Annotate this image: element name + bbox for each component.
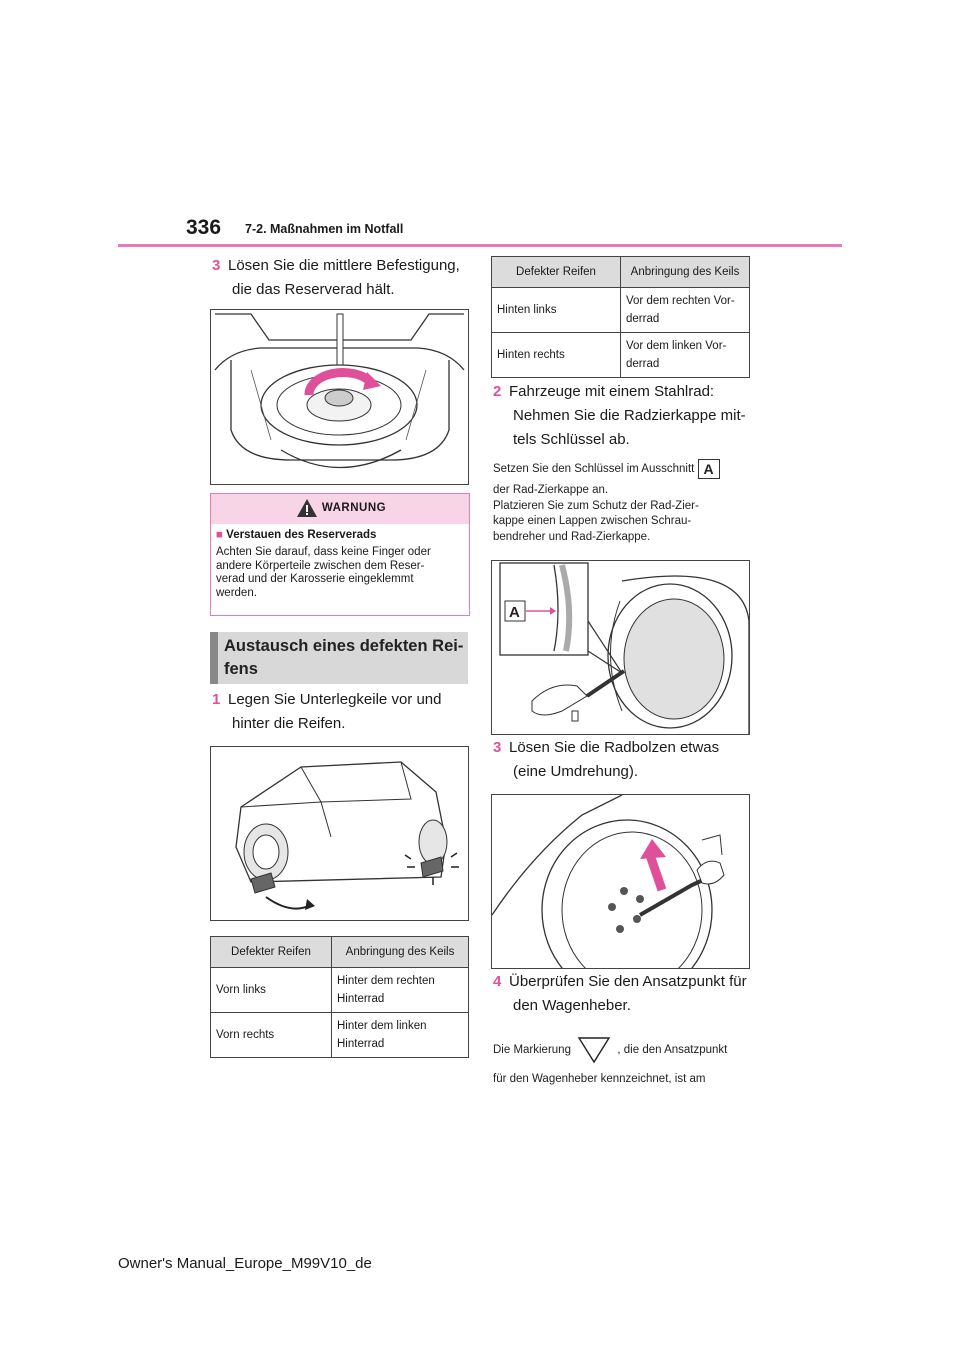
table-header: Anbringung des Keils (331, 936, 469, 968)
step-text: Lösen Sie die Radbolzen etwas (509, 739, 720, 756)
warning-box: WARNUNG ■ Verstauen des Reserverads Acht… (210, 493, 470, 616)
table-cell: Vorn links (210, 967, 332, 1013)
note-hubcap: Setzen Sie den Schlüssel im Ausschnitt A… (493, 458, 763, 545)
cell-line: Vor dem linken Vor- (626, 340, 727, 352)
warning-title: WARNUNG (321, 502, 387, 514)
table-cell: Hinten links (491, 287, 621, 333)
cell-line: Hinter dem rechten (337, 975, 435, 987)
step-text: Fahrzeuge mit einem Stahlrad: (509, 383, 715, 400)
table-cell: Hinten rechts (491, 332, 621, 378)
table-row: Hinten rechts Vor dem linken Vor-derrad (491, 332, 750, 378)
table-cell: Vor dem linken Vor-derrad (620, 332, 750, 378)
step-text: Legen Sie Unterlegkeile vor und (228, 691, 442, 708)
note-line: kappe einen Lappen zwischen Schrau- (493, 515, 692, 527)
step-4-right: 4 Überprüfen Sie den Ansatzpunkt für den … (493, 970, 763, 1018)
step-text-cont: hinter die Reifen. (232, 715, 346, 732)
note-text: Die Markierung (493, 1044, 571, 1056)
step-3-right: 3 Lösen Sie die Radbolzen etwas (eine Umd… (493, 736, 763, 784)
warning-text: Achten Sie darauf, dass keine Finger ode… (216, 546, 466, 600)
hubcap-removal-illustration: A (491, 560, 750, 735)
step-text-cont: die das Reserverad hält. (232, 281, 395, 298)
table-row: Hinten links Vor dem rechten Vor-derrad (491, 287, 750, 333)
spare-tire-illustration (210, 309, 469, 485)
cell-line: Vor dem rechten Vor- (626, 295, 735, 307)
footer-text: Owner's Manual_Europe_M99V10_de (118, 1255, 372, 1272)
section-heading: Austausch eines defekten Rei- fens (210, 632, 468, 684)
cell-line: derrad (626, 313, 660, 325)
warning-line: werden. (216, 586, 257, 599)
cell-line: Hinterrad (337, 993, 385, 1005)
note-line: Die Markierung , die den Ansatzpunkt (493, 1032, 763, 1068)
cell-line: Hinter dem linken (337, 1020, 427, 1032)
warning-subtitle-text: Verstauen des Reserverads (226, 529, 377, 541)
step-3-left: 3 Lösen Sie die mittlere Befestigung, die… (212, 254, 472, 302)
note-text: , die den Ansatzpunkt (617, 1044, 728, 1056)
step-number: 3 (493, 739, 502, 756)
step-1-left: 1 Legen Sie Unterlegkeile vor und hinter … (212, 688, 472, 736)
step-number: 3 (212, 257, 221, 274)
step-text: Lösen Sie die mittlere Befestigung, (228, 257, 460, 274)
wedge-table-front: Defekter Reifen Anbringung des Keils Vor… (210, 936, 469, 1058)
step-text-cont: tels Schlüssel ab. (513, 431, 630, 448)
table-cell: Vor dem rechten Vor-derrad (620, 287, 750, 333)
step-2-right: 2 Fahrzeuge mit einem Stahlrad: Nehmen Si… (493, 380, 763, 452)
loosen-nuts-illustration (491, 794, 750, 969)
table-header-row: Defekter Reifen Anbringung des Keils (491, 256, 750, 288)
page-number: 336 (186, 216, 222, 239)
note-text: Setzen Sie den Schlüssel im Ausschnitt (493, 463, 695, 475)
heading-line: Austausch eines defekten Rei- (224, 637, 464, 655)
header-rule (118, 244, 842, 247)
step-text-cont: (eine Umdrehung). (513, 763, 639, 780)
section-title: 7-2. Maßnahmen im Notfall (245, 222, 404, 236)
table-header-row: Defekter Reifen Anbringung des Keils (210, 936, 469, 968)
warning-triangle-icon (297, 499, 317, 517)
jack-point-marker-icon (577, 1037, 611, 1064)
heading-bar (210, 632, 218, 684)
warning-subtitle: ■ Verstauen des Reserverads (216, 529, 376, 541)
step-number: 4 (493, 973, 502, 990)
bullet-square: ■ (216, 529, 223, 541)
step-text-cont: Nehmen Sie die Radzierkappe mit- (513, 407, 746, 424)
step-number: 2 (493, 383, 502, 400)
table-header: Defekter Reifen (491, 256, 621, 288)
warning-line: verad und der Karosserie eingeklemmt (216, 573, 414, 585)
wedge-table-rear: Defekter Reifen Anbringung des Keils Hin… (491, 256, 750, 378)
step-text-cont: den Wagenheber. (513, 997, 631, 1014)
table-header: Defekter Reifen (210, 936, 332, 968)
note-line: Platzieren Sie zum Schutz der Rad-Zier- (493, 499, 699, 512)
note-line: der Rad-Zierkappe an. (493, 484, 609, 496)
warning-line: Achten Sie darauf, dass keine Finger ode… (216, 546, 431, 558)
table-cell: Vorn rechts (210, 1012, 332, 1058)
note-line: Setzen Sie den Schlüssel im Ausschnitt A (493, 458, 763, 480)
label-box-a: A (697, 458, 720, 479)
cell-line: derrad (626, 358, 660, 370)
note-jack-point: Die Markierung , die den Ansatzpunkt für… (493, 1032, 763, 1088)
heading-text: Austausch eines defekten Rei- fens (224, 635, 464, 681)
table-header: Anbringung des Keils (620, 256, 750, 288)
step-text: Überprüfen Sie den Ansatzpunkt für (509, 973, 747, 990)
note-line: bendreher und Rad-Zierkappe. (493, 530, 651, 543)
heading-line: fens (224, 660, 258, 678)
warning-header: WARNUNG (211, 494, 469, 524)
callout-a: A (509, 604, 520, 621)
wheel-chock-illustration (210, 746, 469, 921)
step-number: 1 (212, 691, 221, 708)
cell-line: Hinterrad (337, 1038, 385, 1050)
warning-line: andere Körperteile zwischen dem Reser- (216, 559, 425, 572)
note-line: für den Wagenheber kennzeichnet, ist am (493, 1073, 706, 1085)
